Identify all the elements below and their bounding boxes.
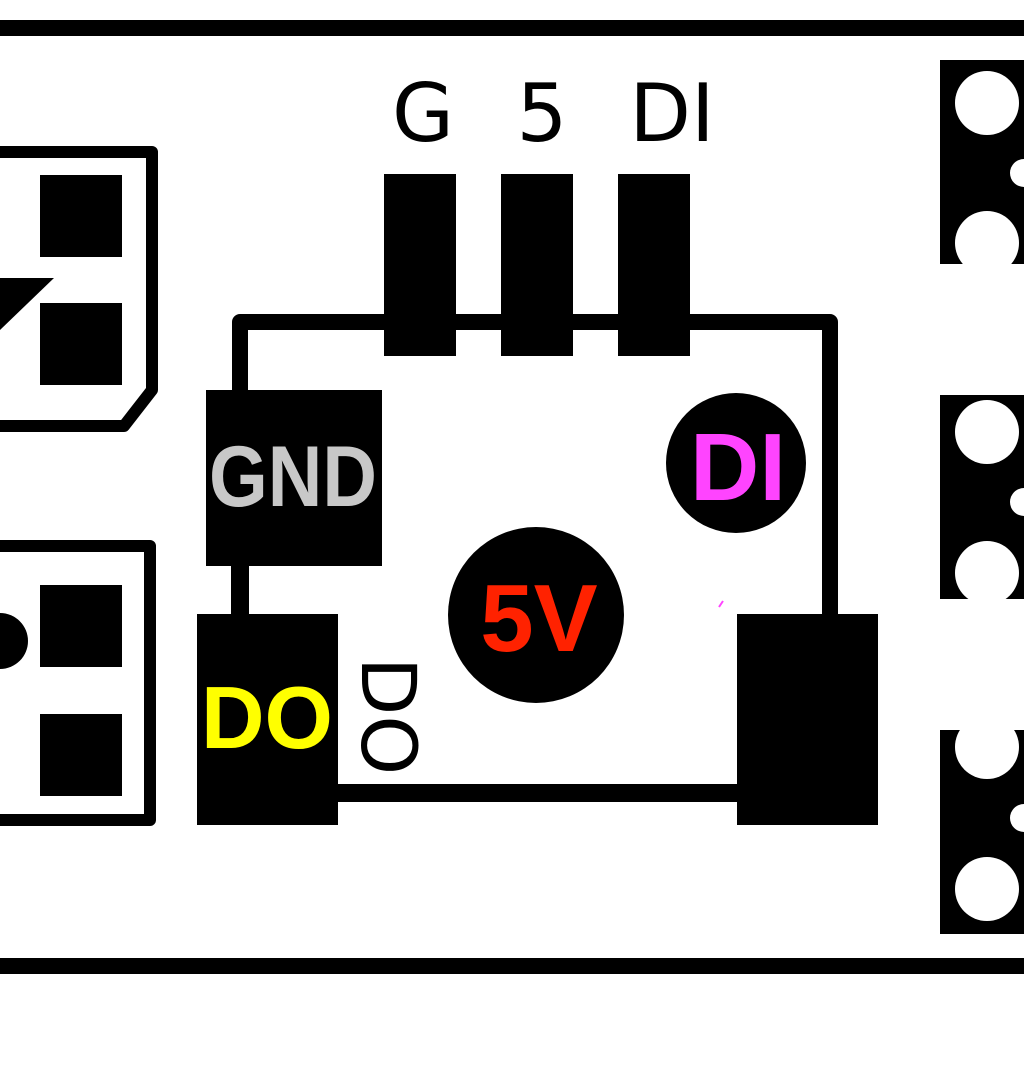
right-connector-top [940, 60, 1024, 275]
header-pin-label-g: G [392, 67, 454, 160]
right-connector-top-hole-2 [955, 211, 1019, 275]
right-connector-bottom-hole-2 [955, 857, 1019, 921]
do-silkscreen-label: DO [344, 657, 433, 775]
component-outline-left-lower [231, 560, 249, 620]
left-connector-upper-outline [0, 146, 158, 432]
gnd-pad [206, 390, 382, 566]
right-connector-middle-hole-3 [1010, 488, 1024, 516]
left-connector-lower-pad-1 [40, 585, 122, 667]
stray-mark [718, 600, 724, 608]
right-connector-top-hole-3 [1010, 159, 1024, 187]
di-pad [666, 393, 806, 533]
right-connector-middle [940, 395, 1024, 605]
left-connector-upper-pad-2 [40, 303, 122, 385]
5v-pad [448, 527, 624, 703]
left-connector-upper-pin1-marker [0, 278, 54, 330]
right-pad [737, 614, 878, 825]
component-outline-bottom [335, 784, 745, 802]
right-connector-bottom-hole-3 [1010, 804, 1024, 832]
di-pad-label: DI [690, 414, 786, 521]
right-connector-middle-hole-1 [955, 400, 1019, 464]
gnd-pad-label: GND [209, 429, 377, 525]
right-connector-middle-hole-2 [955, 541, 1019, 605]
header-pin-label-5: 5 [517, 67, 568, 160]
right-connector-bottom [940, 715, 1024, 934]
header-pin-di [618, 174, 690, 356]
header-pin-g [384, 174, 456, 356]
right-connector-top-hole-1 [955, 71, 1019, 135]
board-edge-top [0, 20, 1024, 36]
header-pin-label-di: DI [629, 67, 714, 160]
board-edge-bottom [0, 958, 1024, 974]
header-pin-5v [501, 174, 573, 356]
do-pad-label: DO [201, 668, 333, 767]
left-connector-upper-pad-1 [40, 175, 122, 257]
left-connector-lower-pin1-marker [0, 613, 28, 669]
left-connector-lower-outline [0, 540, 156, 826]
right-connector-bottom-hole-1 [955, 715, 1019, 779]
5v-pad-label: 5V [480, 565, 597, 672]
do-pad [197, 614, 338, 825]
left-connector-lower-pad-2 [40, 714, 122, 796]
